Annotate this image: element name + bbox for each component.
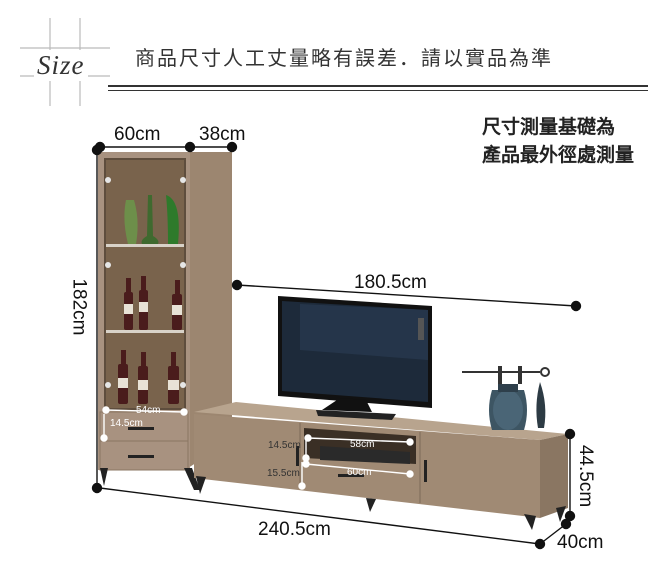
drawer-height-label: 14.5cm xyxy=(110,418,143,429)
display-cabinet xyxy=(98,152,232,490)
tv-stand xyxy=(194,402,568,530)
drawer-width-label: 54cm xyxy=(136,405,161,416)
note-line-1: 尺寸測量基礎為 xyxy=(482,117,616,138)
note-line-2: 產品最外徑處測量 xyxy=(482,145,635,166)
decor xyxy=(462,366,550,430)
total-length-label: 240.5cm xyxy=(258,519,331,540)
size-label: Size xyxy=(34,50,88,81)
measurement-note: 尺寸測量基礎為 產品最外徑處測量 xyxy=(482,114,634,170)
cabinet-depth-label: 38cm xyxy=(199,124,246,145)
open-shelf-height-label: 14.5cm xyxy=(268,440,301,451)
inner-dimension-lines xyxy=(100,406,414,490)
header-underline-thin xyxy=(108,90,648,91)
header-underline xyxy=(108,85,648,87)
tv-stand-depth-label: 40cm xyxy=(557,532,604,553)
tv xyxy=(278,296,432,420)
dimension-lines xyxy=(91,141,582,550)
cabinet-height-label: 182cm xyxy=(68,278,90,336)
drawer2-height-label: 15.5cm xyxy=(267,468,300,479)
open-shelf-width-label: 58cm xyxy=(350,439,375,450)
tv-stand-height-label: 44.5cm xyxy=(575,444,597,508)
header-title: 商品尺寸人工丈量略有誤差．請以實品為準 xyxy=(135,48,553,70)
drawer2-width-label: 60cm xyxy=(347,467,372,478)
tv-stand-length-label: 180.5cm xyxy=(354,272,427,293)
cabinet-width-label: 60cm xyxy=(114,124,161,145)
